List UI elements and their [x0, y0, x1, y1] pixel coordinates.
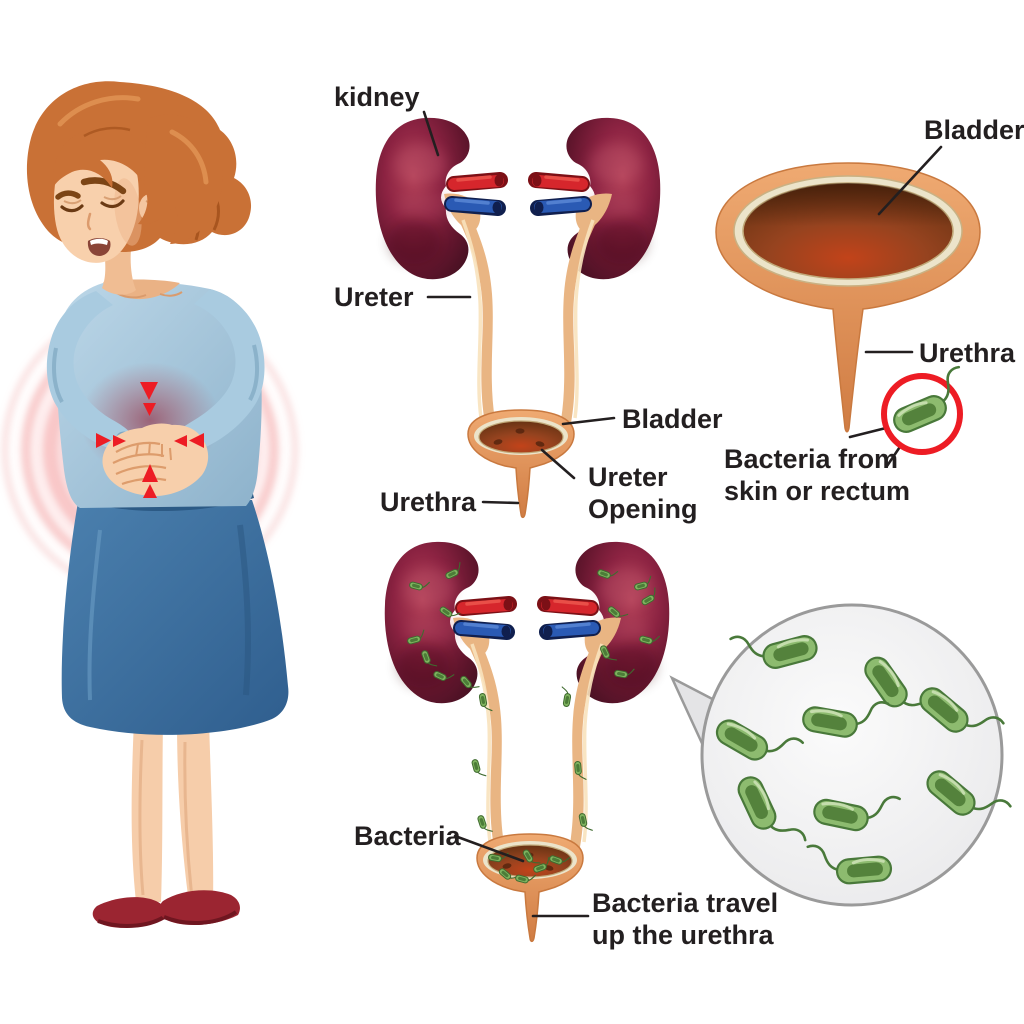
bladder-interior-shade: [743, 183, 953, 279]
leader-line: [848, 426, 888, 439]
leader-line: [453, 834, 525, 863]
nose: [86, 212, 92, 231]
label-ureter-opening: Ureter: [588, 462, 668, 492]
label-bacteria: Bacteria: [354, 821, 462, 851]
label-bacteria-travel-2: up the urethra: [592, 920, 774, 950]
label-bacteria-travel: Bacteria travel: [592, 888, 778, 918]
arrow-right-icon: [96, 433, 111, 448]
pain-arrows: [96, 382, 204, 498]
neck: [102, 248, 136, 295]
arrow-left-icon: [189, 433, 204, 448]
closed-eye-left: [60, 204, 84, 213]
urinary-tract-diagram: kidney Ureter Bladder Ureter Opening Ure…: [334, 82, 723, 524]
bladder-closeup-diagram: Bladder Urethra Bacteria from skin or re…: [715, 115, 1024, 506]
skirt: [61, 486, 289, 735]
infected-urinary-tract-diagram: Bacteria Bacteria travel up the urethra: [354, 542, 778, 950]
label-bacteria-source-2: skin or rectum: [724, 476, 910, 506]
teeth: [90, 238, 108, 245]
arrow-up-icon: [143, 484, 157, 498]
label-ureter-opening-2: Opening: [588, 494, 698, 524]
bacteria-magnified-view: [700, 603, 1013, 907]
arrow-up-icon: [142, 464, 158, 482]
closed-eye-right: [100, 199, 125, 209]
arrow-down-icon: [143, 403, 156, 416]
leader-line: [481, 500, 520, 505]
label-urethra: Urethra: [380, 487, 477, 517]
woman-in-pain-illustration: [1, 81, 299, 928]
leader-line: [561, 416, 616, 426]
label-kidney: kidney: [334, 82, 420, 112]
leader-line: [422, 110, 440, 157]
label-closeup-bladder: Bladder: [924, 115, 1024, 145]
arrow-left-icon: [174, 435, 187, 447]
leader-line: [877, 145, 943, 216]
eyebrow-left: [55, 190, 81, 200]
eyebrow-right: [80, 177, 127, 195]
leader-line: [540, 448, 576, 480]
legs: [131, 720, 214, 904]
arrow-down-icon: [140, 382, 158, 400]
face: [53, 149, 161, 263]
arrow-right-icon: [113, 435, 126, 447]
shoes: [92, 890, 240, 928]
label-closeup-urethra: Urethra: [919, 338, 1016, 368]
label-bladder: Bladder: [622, 404, 723, 434]
hair-front: [53, 95, 223, 244]
label-ureter: Ureter: [334, 282, 414, 312]
label-bacteria-source: Bacteria from: [724, 444, 898, 474]
